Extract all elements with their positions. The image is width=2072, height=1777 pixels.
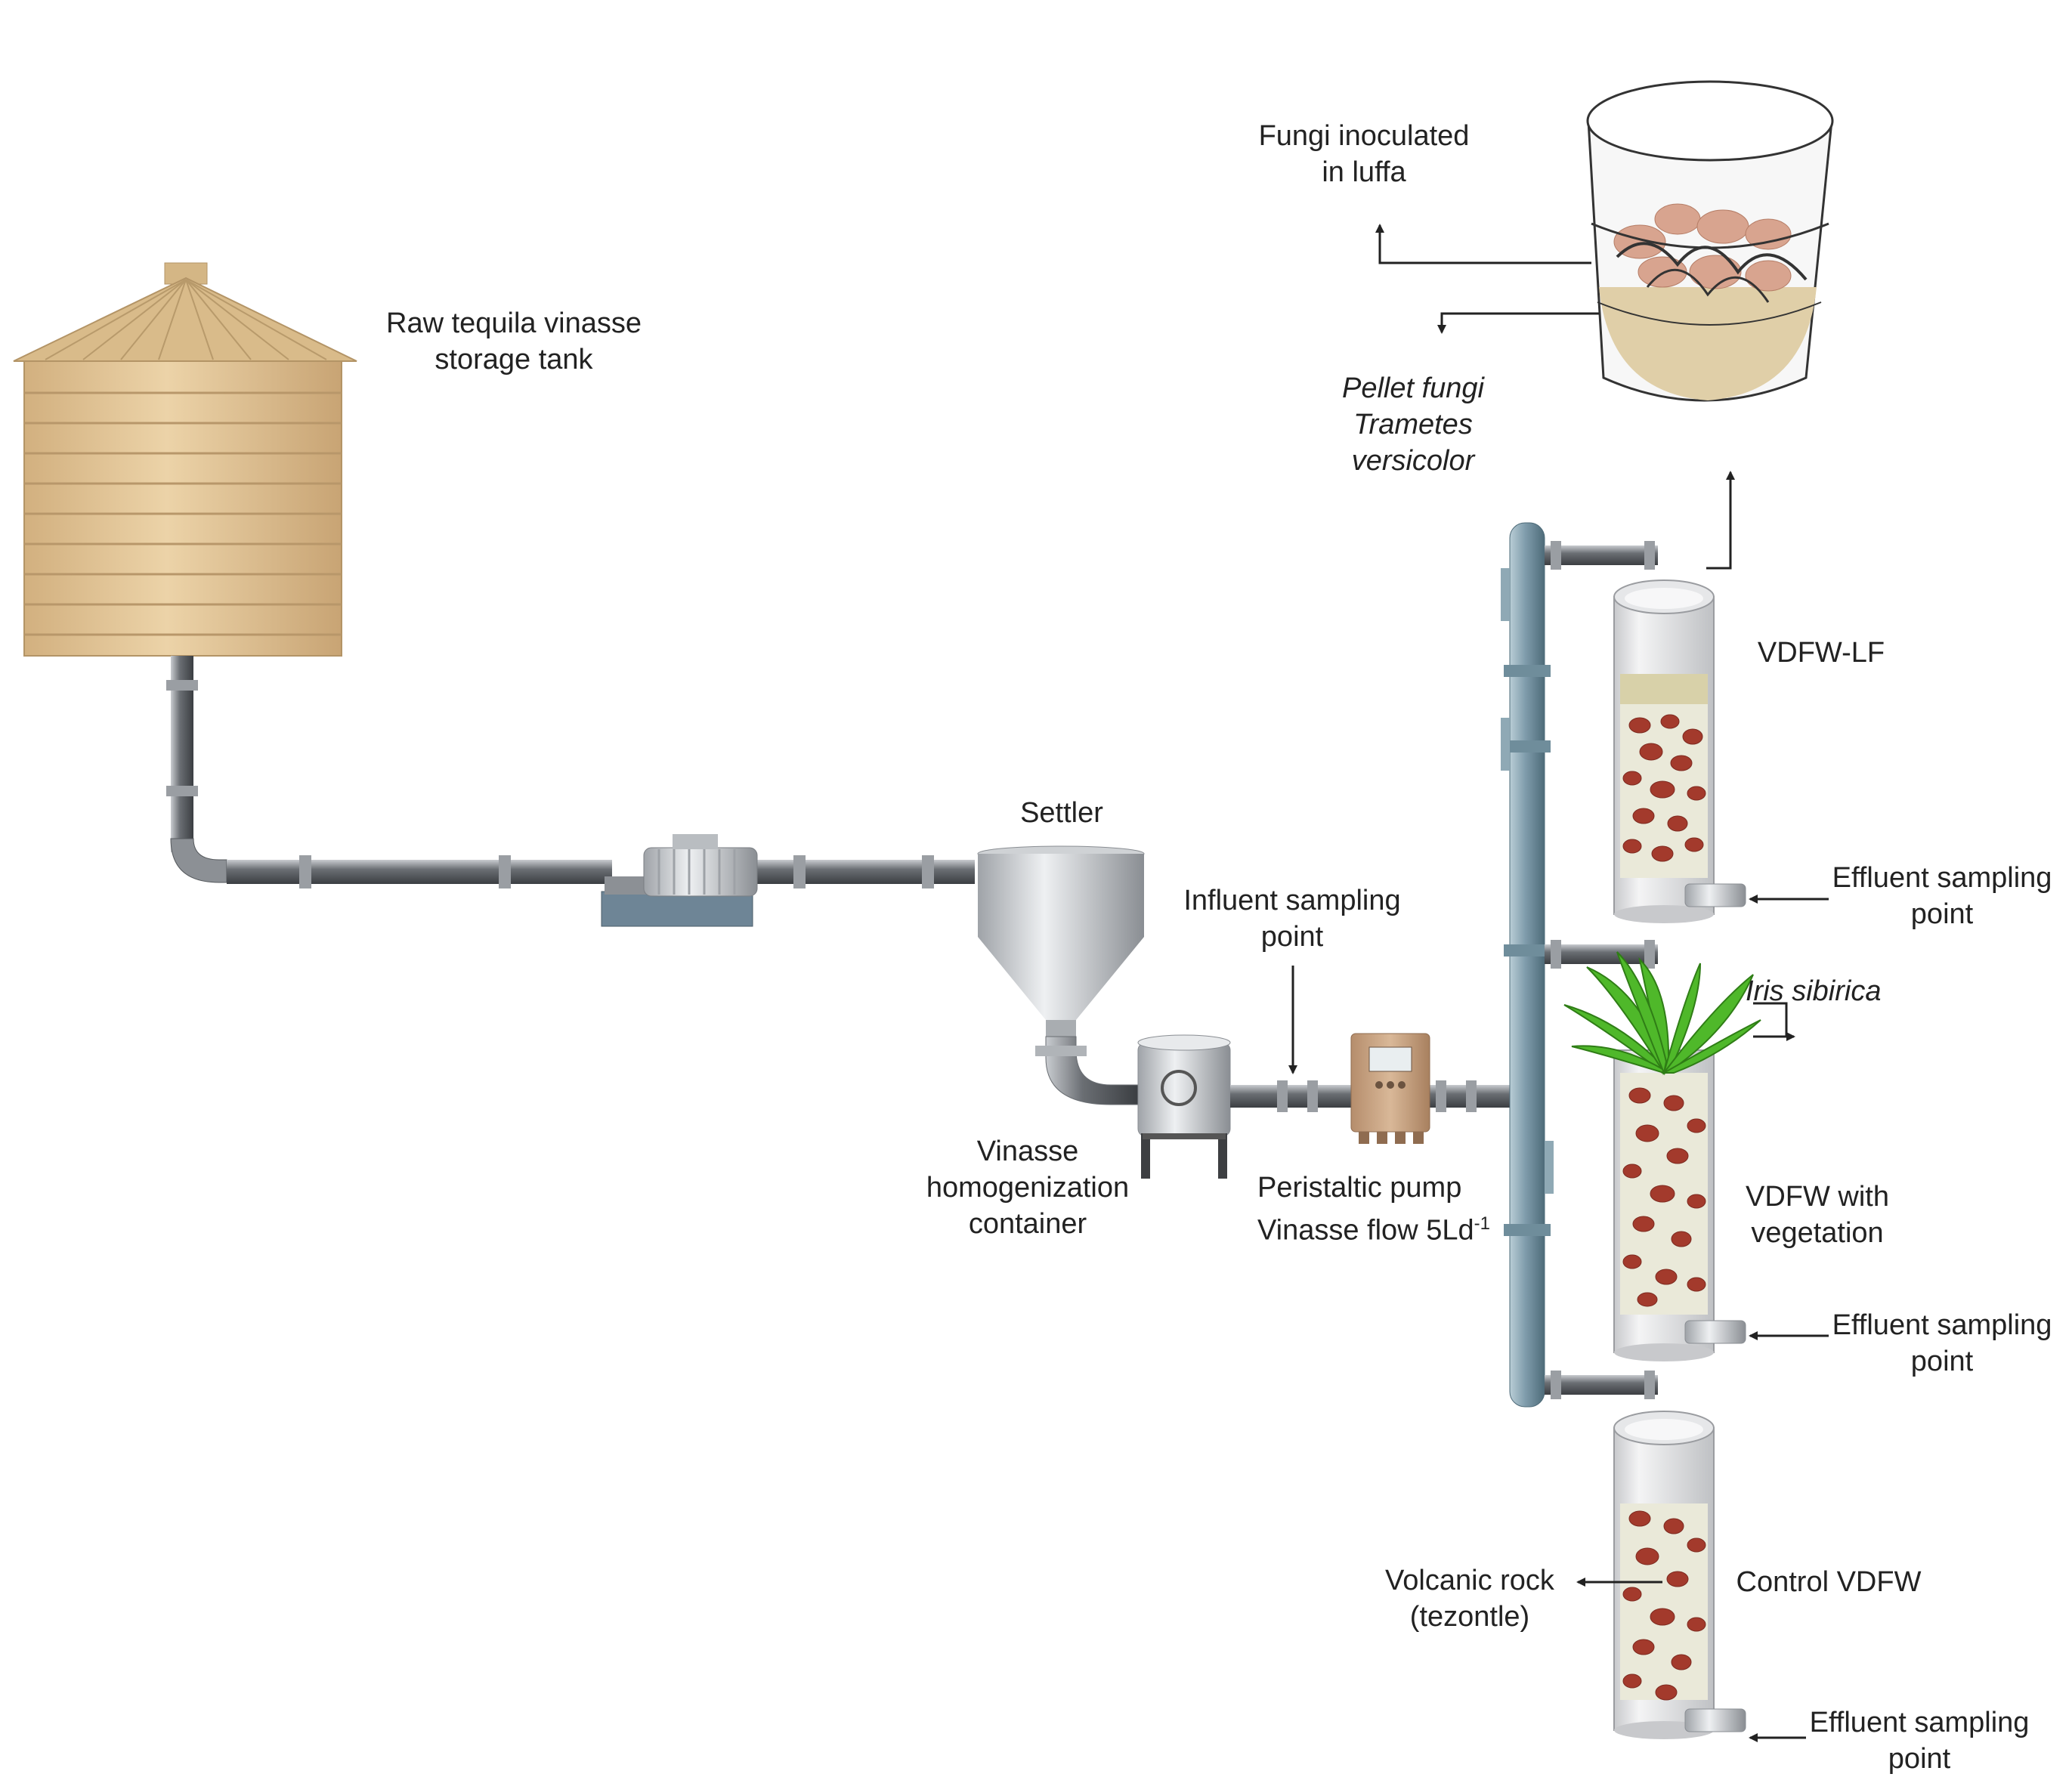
volcanic-rock-label: Volcanic rock(tezontle) (1385, 1565, 1554, 1633)
iris-plant (1563, 951, 1761, 1076)
vdfw-lf-label: VDFW-LF (1757, 637, 1885, 669)
storage-tank (13, 262, 357, 657)
transfer-pump (601, 834, 758, 927)
feed-pipe (166, 656, 975, 888)
column-control-vdfw (1613, 1411, 1746, 1739)
fungi-luffa-container (1586, 80, 1834, 402)
annotation-arrows (1375, 224, 1829, 1742)
peristaltic-pump (1350, 1033, 1430, 1144)
pump-label: Peristaltic pump Vinasse flow 5Ld-1 (1257, 1172, 1490, 1247)
iris-label: Iris sibirica (1746, 975, 1882, 1007)
column-vdfw-vegetation (1613, 1049, 1746, 1361)
distribution-pipe (1501, 522, 1658, 1408)
control-vdfw-label: Control VDFW (1736, 1566, 1922, 1598)
column-vdfw-lf (1613, 579, 1746, 923)
homogenization-container (1137, 1034, 1231, 1179)
settler-label: Settler (1020, 797, 1103, 829)
settler (977, 845, 1145, 1105)
